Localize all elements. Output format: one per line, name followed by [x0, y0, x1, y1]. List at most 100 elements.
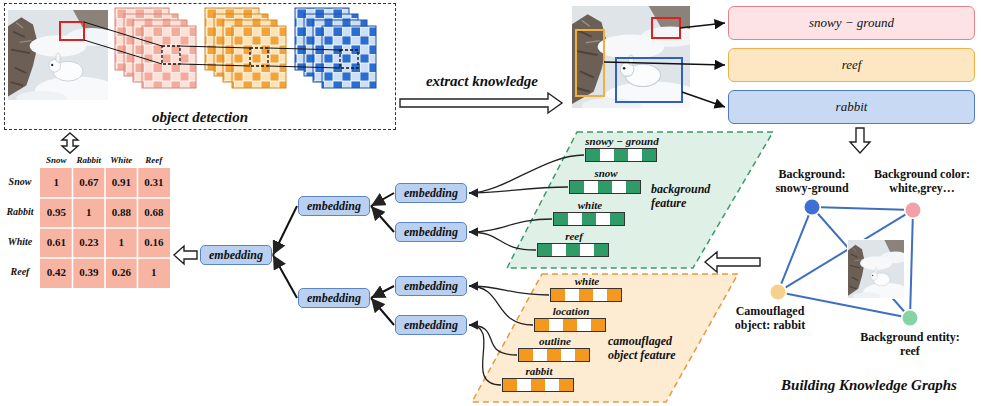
graph-edge — [781, 215, 808, 283]
graph-image — [848, 240, 910, 301]
node-circle — [770, 284, 786, 300]
matrix-cell: 1 — [73, 206, 106, 219]
matrix-cell: 0.61 — [40, 236, 73, 249]
matrix-cell: 0.88 — [105, 206, 138, 219]
feature-vector: snowy − ground — [585, 148, 657, 162]
vector-label: snow — [546, 167, 666, 179]
detection-panel: object detection — [4, 3, 396, 130]
matrix-cell: 0.16 — [138, 236, 171, 249]
hollow-arrow — [705, 252, 760, 272]
node-label: Camouflaged object: rabbit — [722, 304, 818, 332]
embedding-label: embedding — [307, 199, 361, 214]
matrix-header: Rabbit — [69, 155, 110, 166]
matrix-cell: 0.23 — [73, 236, 106, 249]
graph-node: Background entity: reef — [902, 310, 918, 326]
region-box — [60, 22, 84, 40]
box-label: object detection — [152, 109, 248, 126]
embedding-label: embedding — [307, 291, 361, 306]
matrix-cell: 0.39 — [73, 266, 106, 279]
matrix-row-header: Rabbit — [1, 206, 39, 218]
matrix-row-header: Reef — [1, 266, 39, 278]
flow-arrow — [371, 206, 394, 232]
feature-map-stack — [295, 8, 376, 88]
flow-arrow — [273, 206, 297, 255]
box-label: reef — [842, 57, 862, 73]
feature-panel: background feature snowy − ground snow whit… — [505, 130, 775, 270]
matrix-cell: 1 — [138, 266, 171, 279]
class-label: snowy − ground — [728, 6, 975, 40]
feature-panel: camouflaged object feature white location o… — [470, 272, 740, 404]
matrix-cell: 1 — [40, 176, 73, 189]
embedding-label: embedding — [404, 279, 458, 294]
leader-arrow — [604, 23, 725, 107]
matrix-header: White — [101, 155, 142, 166]
node-circle — [804, 199, 820, 215]
embedding-box: embedding — [200, 245, 272, 265]
class-label: rabbit — [728, 90, 975, 124]
matrix-cell: 0.91 — [105, 176, 138, 189]
hollow-arrow — [850, 128, 870, 153]
feature-vector: location — [534, 318, 606, 332]
feature-vector: snow — [569, 180, 641, 194]
vector-label: white — [530, 199, 650, 211]
matrix-cell: 0.68 — [138, 206, 171, 219]
flow-arrow — [371, 286, 394, 298]
matrix-row-header: White — [1, 236, 39, 248]
matrix-row-header: Snow — [1, 176, 39, 188]
region-box — [616, 58, 682, 102]
flow-arrow — [371, 298, 394, 325]
feature-vector: white — [550, 288, 622, 302]
embedding-box: embedding — [395, 276, 467, 296]
matrix-header: Reef — [134, 155, 175, 166]
vector-label: rabbit — [479, 365, 599, 377]
flow-arrow — [273, 255, 297, 298]
box-label: rabbit — [836, 99, 868, 115]
embedding-box: embedding — [395, 315, 467, 335]
flow-arrow — [371, 193, 394, 206]
matrix-grid — [40, 168, 170, 288]
node-label: Background: snowy-ground — [762, 167, 862, 195]
region-box — [576, 30, 604, 96]
feature-vector: outline — [518, 348, 590, 362]
arrow-label: extract knowledge — [402, 72, 562, 90]
class-label: reef — [728, 48, 975, 82]
feature-vector: white — [553, 212, 625, 226]
graph-node: Background: snowy-ground — [804, 199, 820, 215]
panel-title: background feature — [651, 182, 721, 210]
matrix-cells — [40, 168, 170, 288]
node-circle — [905, 202, 921, 218]
matrix-cell: 0.26 — [105, 266, 138, 279]
input-photo — [8, 10, 118, 105]
matrix-cell: 0.42 — [40, 266, 73, 279]
matrix-cell: 0.67 — [73, 176, 106, 189]
matrix-cell: 1 — [105, 236, 138, 249]
graph-edge — [910, 219, 913, 309]
annotated-photo — [572, 6, 702, 114]
vector-label: outline — [495, 335, 615, 347]
embedding-box: embedding — [298, 196, 370, 216]
embedding-label: embedding — [209, 248, 263, 263]
box-label: snowy − ground — [809, 15, 894, 31]
feature-vector: rabbit — [502, 378, 574, 392]
matrix-cell: 0.31 — [138, 176, 171, 189]
region-box — [652, 18, 680, 38]
hollow-arrow — [174, 246, 197, 264]
feature-vector: reef — [537, 243, 609, 257]
embedding-box: embedding — [298, 288, 370, 308]
vector-label: white — [527, 275, 647, 287]
node-label: Background entity: reef — [857, 330, 963, 358]
embedding-box: embedding — [395, 183, 467, 203]
vector-label: reef — [514, 230, 634, 242]
graph-edge — [821, 207, 904, 209]
receptive-field — [84, 22, 358, 68]
vector-label: snowy − ground — [562, 135, 682, 147]
graph-node: Camouflaged object: rabbit — [770, 284, 786, 300]
embedding-label: embedding — [404, 186, 458, 201]
panel-title: camouflaged object feature — [608, 334, 688, 362]
section-title: Building Knowledge Graphs — [762, 376, 976, 394]
embedding-label: embedding — [404, 225, 458, 240]
feature-map-stack — [115, 8, 196, 88]
node-circle — [902, 310, 918, 326]
embedding-label: embedding — [404, 318, 458, 333]
matrix-header: Snow — [36, 155, 77, 166]
